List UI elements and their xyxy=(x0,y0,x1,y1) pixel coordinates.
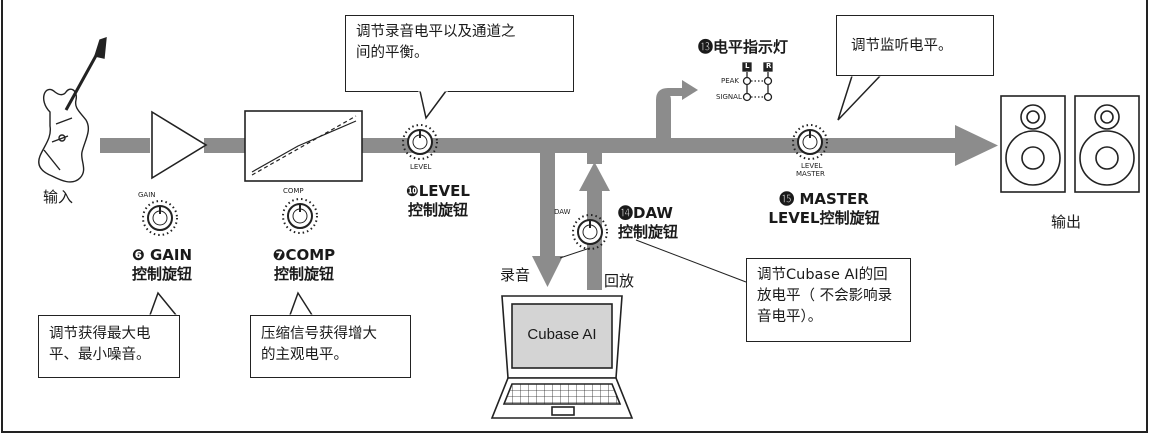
comp-knob xyxy=(282,198,318,234)
level-callout: 调节录音电平以及通道之 间的平衡。 xyxy=(345,15,574,92)
monitor-callout: 调节监听电平。 xyxy=(836,15,994,76)
compressor-graph xyxy=(244,110,363,182)
daw-number-badge: ⓮ xyxy=(618,204,634,222)
daw-callout-line-3: 音电平）。 xyxy=(757,309,823,325)
meter-caption: ⓭电平指示灯 xyxy=(698,38,788,57)
meter-name: 电平指示灯 xyxy=(713,38,789,56)
comp-sub: 控制旋钮 xyxy=(273,265,334,283)
guitar-illustration xyxy=(38,36,107,183)
meter-left-text: L xyxy=(745,62,750,70)
master-line1: MASTER xyxy=(799,190,869,208)
gain-callout-line-2: 平、最小噪音。 xyxy=(49,347,151,363)
amplifier-symbol xyxy=(150,110,208,180)
daw-knob-text: DAW xyxy=(554,208,571,216)
level-callout-line-1: 调节录音电平以及通道之 xyxy=(356,24,516,40)
comp-name: COMP xyxy=(285,246,336,264)
level-callout-line-2: 间的平衡。 xyxy=(356,45,429,61)
daw-pointer-line xyxy=(635,239,747,283)
gain-callout-line-1: 调节获得最大电 xyxy=(49,326,151,342)
master-knob-text-2: MASTER xyxy=(796,170,825,178)
gain-knob-text: GAIN xyxy=(138,191,156,199)
daw-pointer-line-2 xyxy=(559,247,591,259)
gain-number-badge: ❻ xyxy=(132,246,145,264)
speaker-left xyxy=(1000,95,1066,193)
daw-callout-line-1: 调节Cubase AI的回 xyxy=(757,267,888,283)
gain-caption: ❻ GAIN 控制旋钮 xyxy=(112,246,212,284)
daw-callout-line-2: 放电平（ 不会影响录 xyxy=(757,288,893,304)
master-number-badge: ⓯ xyxy=(779,190,795,208)
level-meter-leds xyxy=(742,62,773,102)
daw-sub: 控制旋钮 xyxy=(618,223,679,241)
gain-sub: 控制旋钮 xyxy=(131,265,192,283)
comp-callout-line-1: 压缩信号获得增大 xyxy=(261,326,377,342)
master-knob-text-1: LEVEL xyxy=(801,162,823,170)
output-label: 输出 xyxy=(1051,213,1082,231)
record-label: 录音 xyxy=(500,266,531,284)
level-knob xyxy=(402,124,438,160)
meter-peak-text: PEAK xyxy=(721,77,740,85)
playback-label: 回放 xyxy=(604,272,635,290)
level-caption: ❿LEVEL 控制旋钮 xyxy=(388,182,488,220)
input-label: 输入 xyxy=(43,188,74,206)
daw-knob xyxy=(572,214,608,250)
comp-number-badge: ❼ xyxy=(272,246,286,264)
playback-path xyxy=(579,148,610,290)
master-line2: LEVEL控制旋钮 xyxy=(768,209,880,227)
record-path xyxy=(532,150,563,287)
daw-caption: ⓮DAW 控制旋钮 xyxy=(618,204,678,242)
meter-number-badge: ⓭ xyxy=(698,38,714,56)
meter-right-text: R xyxy=(766,62,772,70)
comp-callout: 压缩信号获得增大 的主观电平。 xyxy=(250,315,411,378)
daw-callout: 调节Cubase AI的回 放电平（ 不会影响录 音电平）。 xyxy=(746,258,911,342)
comp-callout-line-2: 的主观电平。 xyxy=(261,347,348,363)
level-name: LEVEL xyxy=(418,182,470,200)
gain-knob xyxy=(142,200,178,236)
laptop-screen-text: Cubase AI xyxy=(527,326,597,343)
comp-knob-text: COMP xyxy=(283,187,304,195)
gain-name: GAIN xyxy=(149,246,192,264)
laptop-illustration xyxy=(490,295,634,419)
master-caption: ⓯ MASTER LEVEL控制旋钮 xyxy=(754,190,894,228)
meter-signal-text: SIGNAL xyxy=(716,93,742,101)
monitor-callout-line-1: 调节监听电平。 xyxy=(851,38,953,54)
comp-caption: ❼COMP 控制旋钮 xyxy=(254,246,354,284)
level-sub: 控制旋钮 xyxy=(407,201,468,219)
level-knob-text: LEVEL xyxy=(410,163,432,171)
level-number-badge: ❿ xyxy=(406,182,419,200)
speaker-right xyxy=(1074,95,1140,193)
daw-name: DAW xyxy=(633,204,673,222)
meter-path xyxy=(656,80,698,140)
master-knob xyxy=(792,124,828,160)
gain-callout: 调节获得最大电 平、最小噪音。 xyxy=(38,315,180,378)
